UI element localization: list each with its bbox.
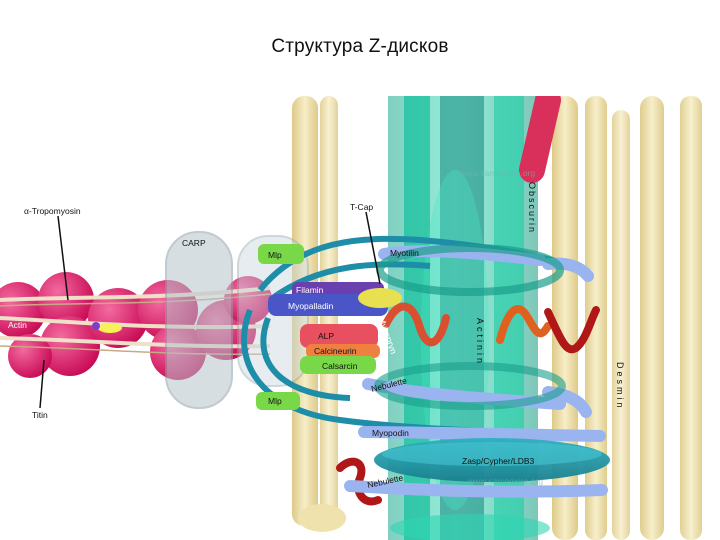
label-zasp: Zasp/Cypher/LDB3 [462, 456, 535, 466]
label-myotilin: Myotilin [390, 248, 419, 258]
label-mlp-bottom: Mlp [268, 396, 282, 406]
label-filamin: Filamin [296, 285, 324, 295]
label-tcap: T-Cap [350, 202, 373, 212]
carp-capsule [166, 232, 232, 408]
label-actin: Actin [8, 320, 27, 330]
label-watermark-bottom: www.sarcomere.org [467, 476, 543, 486]
tcap-block [358, 288, 402, 308]
slide-title: Структура Z-дисков [0, 36, 720, 58]
label-alp: ALP [318, 331, 334, 341]
label-mlp-top: Mlp [268, 250, 282, 260]
label-carp: CARP [182, 238, 206, 248]
label-alpha-tropomyosin: α-Tropomyosin [24, 206, 81, 216]
small-ligand [98, 323, 122, 333]
label-watermark-top: www.sarcomere.org [459, 168, 535, 178]
label-myopalladin: Myopalladin [288, 301, 334, 311]
label-myopodin-lower: Myopodin [372, 428, 409, 438]
z-disc-diagram: α-Tropomyosin Actin Titin CARP Mlp T-Cap… [0, 96, 720, 540]
label-obscurin: Obscurin [527, 182, 537, 234]
small-ligand-purple [92, 322, 100, 330]
label-titin: Titin [32, 410, 48, 420]
label-calcineurin: Calcineurin [314, 346, 357, 356]
label-calsarcin: Calsarcin [322, 361, 358, 371]
obscurin-rod [532, 100, 548, 170]
label-actinin: Actinin [475, 318, 485, 366]
label-desmin: Desmin [615, 362, 625, 411]
